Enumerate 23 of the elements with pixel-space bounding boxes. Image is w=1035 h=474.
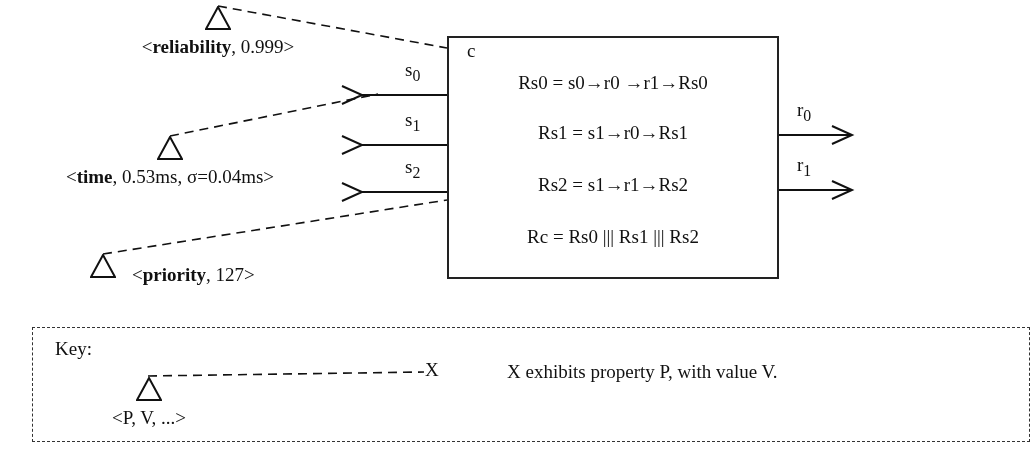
- key-heading: Key:: [55, 338, 92, 361]
- property-tuple: <P, V, ...>: [110, 407, 188, 430]
- port-arrow: [341, 135, 448, 155]
- leader-line: [169, 93, 379, 137]
- property-tuple: <priority, 127>: [132, 264, 255, 287]
- key-description: X exhibits property P, with value V.: [507, 361, 778, 384]
- port-variable: X: [425, 359, 439, 382]
- leader-line: [147, 371, 425, 377]
- process-equation: Rs0 = s0→r0 →r1→Rs0: [517, 72, 709, 95]
- process-equation: Rc = Rs0 ||| Rs1 ||| Rs2: [526, 226, 700, 249]
- port-arrow: [341, 182, 448, 202]
- leader-line: [217, 5, 448, 49]
- process-equation: Rs1 = s1→r0→Rs1: [536, 122, 690, 145]
- leader-line: [102, 199, 448, 255]
- component-box: [447, 36, 779, 279]
- component-name: c: [467, 40, 476, 63]
- port-arrow: [778, 125, 853, 145]
- port-arrow: [341, 85, 448, 105]
- process-equation: Rs2 = s1→r1→Rs2: [536, 174, 690, 197]
- property-tuple: <time, 0.53ms, σ=0.04ms>: [64, 166, 276, 189]
- port-arrow: [778, 180, 853, 200]
- property-tuple: <reliability, 0.999>: [140, 36, 296, 59]
- key-panel: [32, 327, 1030, 442]
